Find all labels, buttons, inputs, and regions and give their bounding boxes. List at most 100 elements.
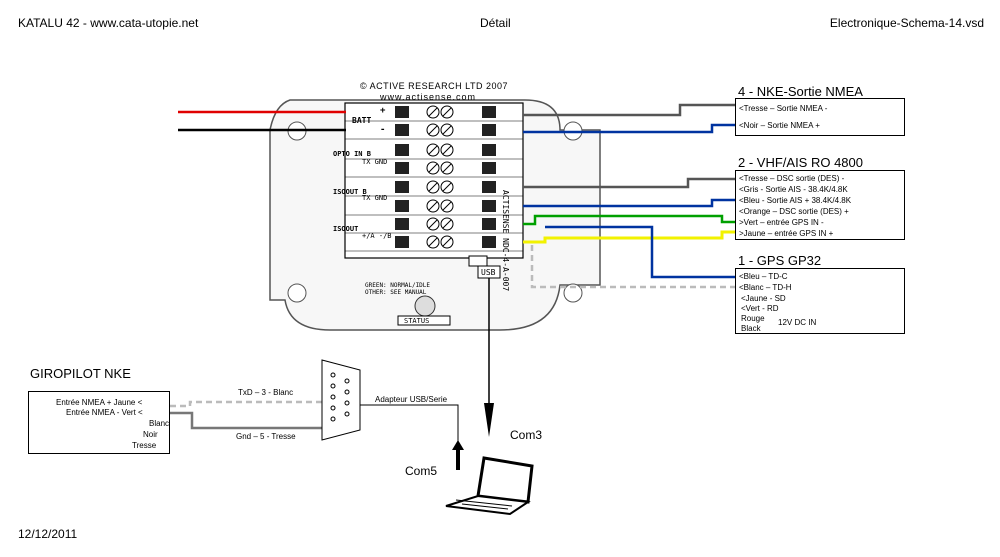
db9-connector: [321, 359, 361, 441]
nke-line-1: <Tresse – Sortie NMEA -: [739, 104, 828, 113]
screw-slot: [442, 163, 452, 173]
adapter-cable: [360, 404, 459, 448]
screw-slot: [442, 182, 452, 192]
left-small-1: TX GND: [362, 158, 388, 166]
vhf-jaune-wire: [523, 230, 735, 244]
terminal-block: [395, 200, 409, 212]
status-label-box: [397, 315, 451, 326]
terminal-block: [395, 218, 409, 230]
header-left: KATALU 42 - www.cata-utopie.net: [18, 16, 199, 30]
header-right: Electronique-Schema-14.vsd: [829, 16, 984, 30]
left-label-iso-b: ISOOUT B: [333, 188, 367, 196]
screw-slot: [428, 201, 438, 211]
status-note-1: GREEN: NORMAL/IDLE: [365, 282, 431, 289]
gps-line-2: <Blanc – TD-H: [739, 283, 792, 292]
left-label-iso: ISOOUT: [333, 225, 359, 233]
gps-power: 12V DC IN: [778, 318, 817, 327]
nke-noir-wire: [523, 123, 735, 134]
adapter-label: Adapteur USB/Serie: [375, 395, 448, 404]
device-url: www.actisense.com: [380, 92, 477, 102]
terminal-block: [395, 106, 409, 118]
gps-box: [735, 268, 905, 334]
terminal-block: [482, 162, 496, 174]
mount-hole: [563, 283, 583, 303]
com3-label: Com3: [510, 428, 543, 442]
giro-line-3: Blanc: [149, 419, 170, 428]
gps-line-6: Black: [741, 324, 761, 333]
vhf-box: [735, 170, 905, 240]
gnd-wire: [170, 411, 330, 430]
screw-slot: [428, 237, 438, 247]
screw-slot: [442, 219, 452, 229]
vhf-vert-wire: [523, 214, 735, 226]
gps-title: 1 - GPS GP32: [738, 253, 822, 268]
mount-hole: [287, 283, 307, 303]
footer-date: 12/12/2011: [18, 527, 78, 541]
vhf-bleu-wire: [523, 198, 735, 208]
terminal-block: [482, 144, 496, 156]
terminal-block: [482, 181, 496, 193]
terminal-block: [395, 181, 409, 193]
terminal-block: [395, 236, 409, 248]
terminal-block: [482, 106, 496, 118]
terminal-block: [395, 144, 409, 156]
nke-line-2: <Noir – Sortie NMEA +: [739, 121, 820, 130]
left-small-3: +/A -/B: [362, 232, 392, 240]
vhf-line-4: <Orange – DSC sortie (DES) +: [739, 207, 849, 216]
device-id: ACTISENSE NDC-4-A-007: [501, 190, 510, 292]
screw-slot: [428, 219, 438, 229]
vhf-title: 2 - VHF/AIS RO 4800: [738, 155, 863, 170]
screw-slot: [428, 163, 438, 173]
giro-line-1: Entrée NMEA + Jaune <: [56, 398, 143, 407]
screw-slot: [442, 237, 452, 247]
status-note-2: OTHER: SEE MANUAL: [365, 289, 427, 296]
vhf-line-1: <Tresse – DSC sortie (DES) -: [739, 174, 845, 183]
gps-line-3: <Jaune - SD: [741, 294, 786, 303]
usb-label: USB: [481, 268, 496, 277]
screw-slot: [442, 145, 452, 155]
giropilot-box: [28, 391, 170, 454]
batt-plus: +: [380, 106, 386, 116]
batt-minus: -: [380, 125, 386, 135]
gps-line-1: <Bleu – TD-C: [739, 272, 788, 281]
com5-label: Com5: [405, 464, 438, 478]
adapter-arrow: [452, 440, 464, 450]
screw-slot: [428, 125, 438, 135]
terminal-rows: [345, 105, 523, 252]
giro-line-5: Tresse: [132, 441, 157, 450]
txd-wire: [170, 400, 330, 408]
left-small-2: TX GND: [362, 194, 388, 202]
terminal-block: [482, 218, 496, 230]
usb-port: [468, 255, 488, 267]
screw-slot: [428, 145, 438, 155]
giropilot-title: GIROPILOT NKE: [30, 366, 131, 381]
giro-line-4: Noir: [143, 430, 158, 439]
gps-blanc-wire: [530, 245, 735, 289]
terminal-block: [482, 236, 496, 248]
screw-slot: [428, 107, 438, 117]
terminal-block: [395, 124, 409, 136]
gps-bleu-wire: [545, 225, 735, 279]
screw-slot: [442, 125, 452, 135]
header-center: Détail: [480, 16, 511, 30]
giro-line-2: Entrée NMEA - Vert <: [66, 408, 143, 417]
nke-box: [735, 98, 905, 136]
screw-slot: [428, 182, 438, 192]
batt-label: BATT: [352, 116, 372, 125]
vhf-line-6: >Jaune – entrée GPS IN +: [739, 229, 834, 238]
device-title: © ACTIVE RESEARCH LTD 2007: [360, 81, 509, 91]
terminal-block: [395, 162, 409, 174]
vhf-line-2: <Gris - Sortie AIS - 38.4K/4.8K: [739, 185, 848, 194]
nke-title: 4 - NKE-Sortie NMEA: [738, 84, 863, 99]
nke-tresse-wire: [523, 103, 735, 117]
gps-line-5: Rouge: [741, 314, 765, 323]
screw-slot: [442, 201, 452, 211]
gnd-label: Gnd – 5 - Tresse: [236, 432, 296, 441]
status-led: [414, 295, 436, 317]
usb-arrow: [484, 403, 494, 437]
vhf-tresse-wire: [523, 177, 735, 189]
laptop-icon: [445, 456, 534, 516]
left-label-opto: OPTO IN B: [333, 150, 371, 158]
terminal-block: [482, 124, 496, 136]
